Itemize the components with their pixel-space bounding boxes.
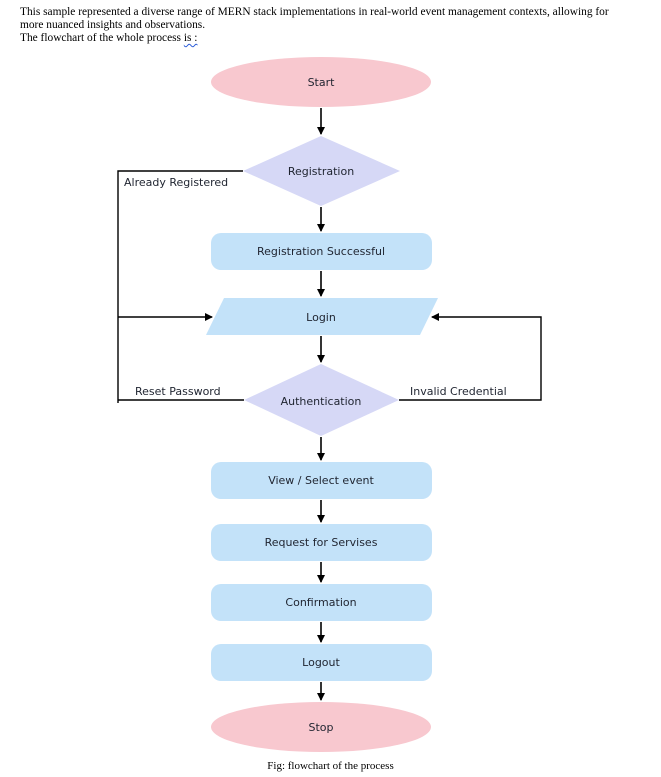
paragraph-line-3: The flowchart of the whole process is : [20,32,645,45]
logout-label: Logout [302,656,340,669]
connector-already-registered [117,170,243,403]
request-services-label: Request for Servises [265,536,378,549]
spellcheck-flagged-text: is : [183,32,198,44]
request-services-node [211,524,432,561]
login-node [206,298,438,335]
paragraph-line-1: This sample represented a diverse range … [20,6,609,18]
invalid-credential-label: Invalid Credential [410,385,507,398]
view-select-event-label: View / Select event [268,474,374,487]
registration-successful-node [211,233,432,270]
start-node [211,57,431,107]
authentication-label: Authentication [281,395,362,408]
login-label: Login [306,311,336,324]
confirmation-label: Confirmation [285,596,356,609]
start-label: Start [308,76,336,89]
registration-successful-label: Registration Successful [257,245,385,258]
logout-node [211,644,432,681]
already-registered-label: Already Registered [124,176,228,189]
view-select-event-node [211,462,432,499]
paragraph-line-3-text: The flowchart of the whole process [20,32,184,44]
figure-caption: Fig: flowchart of the process [267,760,394,772]
stop-node [211,702,431,752]
registration-label: Registration [288,165,354,178]
connector-invalid-credential [399,313,542,401]
confirmation-node [211,584,432,621]
paragraph-line-2: more nuanced insights and observations. [20,19,206,31]
authentication-decision [244,364,399,436]
intro-paragraph: This sample represented a diverse range … [20,6,645,45]
registration-decision [243,136,400,206]
stop-label: Stop [308,721,333,734]
reset-password-label: Reset Password [135,385,221,398]
